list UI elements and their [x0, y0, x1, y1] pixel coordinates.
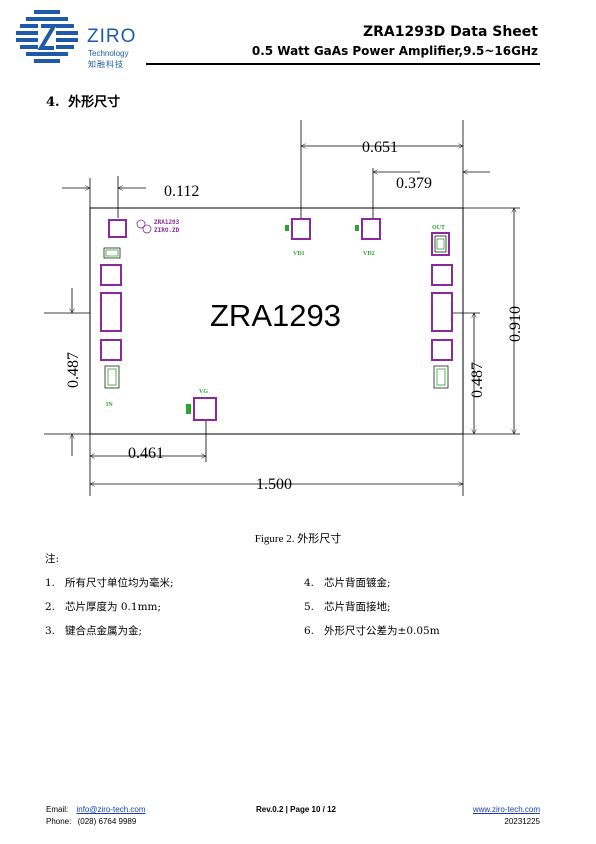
logo-cn: 知融科技: [88, 60, 124, 69]
dim-0910: 0.910: [507, 306, 524, 342]
pad-right-3: [431, 339, 453, 361]
pad-label-in: IN: [106, 402, 113, 408]
logo: ZIRO Technology 知融科技: [14, 8, 144, 69]
section-heading: 外形尺寸: [68, 95, 121, 110]
pad-right-1: [431, 264, 453, 286]
logo-tech: Technology: [88, 49, 129, 58]
pad-label-out: OUT: [432, 225, 445, 231]
dim-1500: 1.500: [256, 476, 292, 493]
notes-heading: 注:: [45, 553, 60, 565]
pad-right-2: [431, 292, 453, 332]
footer-website: www.ziro-tech.com: [473, 805, 540, 814]
dim-0487-right: 0.487: [469, 362, 486, 398]
chip-outline: [89, 207, 464, 435]
logo-mark-icon: [16, 10, 78, 63]
pad-label-vd1: VD1: [293, 251, 305, 257]
pad-label-vg: VG: [199, 389, 208, 395]
pad-label-vd2: VD2: [363, 251, 375, 257]
footer-email: Email: info@ziro-tech.com: [46, 805, 146, 814]
note-item: 6.外形尺寸公差为±0.05m: [304, 625, 440, 637]
footer-date: 20231225: [504, 817, 540, 826]
pad-left-2: [100, 292, 122, 332]
pad-left-3: [100, 339, 122, 361]
pad-vd2: [361, 218, 381, 240]
chip-code-2: ZIRO.ZD: [154, 227, 180, 234]
website-link[interactable]: www.ziro-tech.com: [472, 805, 540, 814]
note-item: 3.键合点金属为金;: [45, 625, 143, 637]
dim-0379: 0.379: [396, 175, 432, 192]
dimension-drawing: 0.651 0.379 0.112 0.910 0.487 0.487 0.46…: [44, 120, 524, 496]
footer-page-info: Rev.0.2 | Page 10 / 12: [256, 805, 336, 814]
footer-phone: Phone: (028) 6764 9989: [46, 817, 137, 826]
chip-code-1: ZRA1293: [154, 219, 180, 226]
figure-caption: Figure 2. 外形尺寸: [254, 533, 342, 545]
note-item: 5.芯片背面接地;: [304, 601, 391, 613]
dim-0461: 0.461: [128, 445, 164, 462]
note-item: 2.芯片厚度为 0.1mm;: [45, 601, 162, 613]
header-rule: [146, 63, 540, 65]
pad-top-left: [108, 219, 127, 238]
doc-title: ZRA1293D Data Sheet: [362, 24, 538, 40]
doc-subtitle: 0.5 Watt GaAs Power Amplifier,9.5~16GHz: [251, 44, 538, 58]
dim-0112: 0.112: [164, 183, 199, 200]
pad-vg: [193, 397, 217, 421]
pad-left-1: [100, 264, 122, 286]
logo-word: ZIRO: [87, 26, 137, 47]
note-item: 4.芯片背面镀金;: [304, 577, 391, 589]
section-number: 4.: [46, 95, 60, 110]
orientation-mark-icon: [136, 219, 152, 234]
dim-0487-left: 0.487: [65, 352, 82, 388]
section-title: 4. 外形尺寸: [46, 91, 120, 110]
chip-name: ZRA1293: [210, 298, 341, 333]
pad-vd1: [291, 218, 311, 240]
dim-0651: 0.651: [362, 139, 398, 156]
note-item: 1.所有尺寸单位均为毫米;: [45, 577, 174, 589]
email-link[interactable]: info@ziro-tech.com: [76, 805, 146, 814]
